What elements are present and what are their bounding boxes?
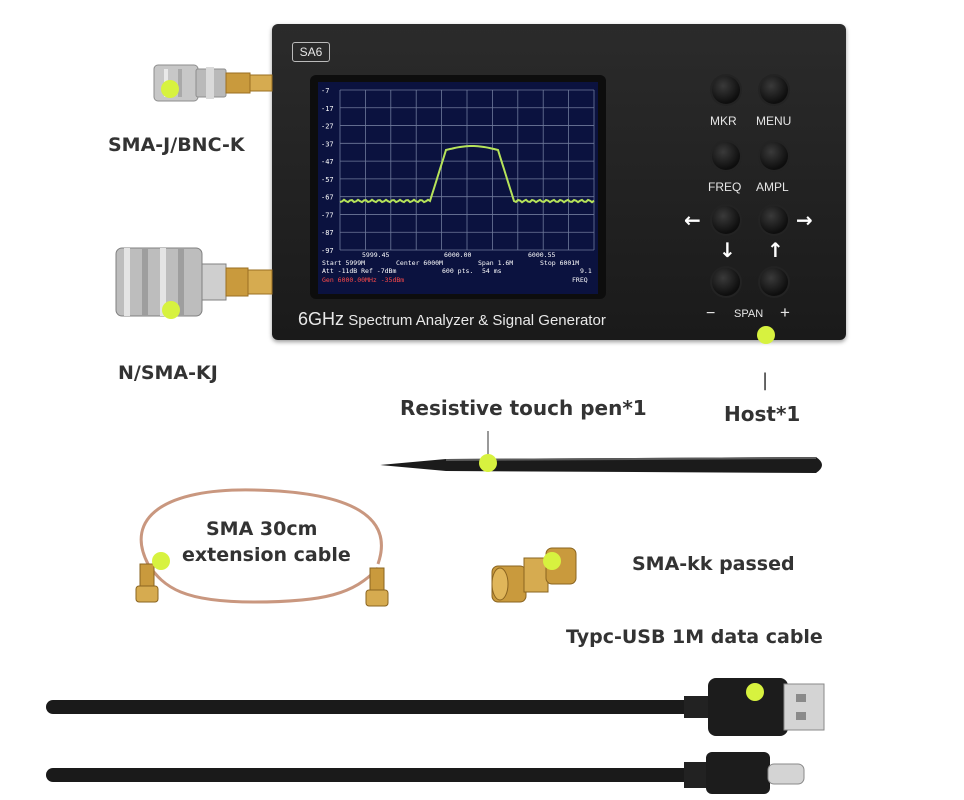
brand-description: Spectrum Analyzer & Signal Generator [348, 312, 606, 329]
sma-cable-label-line1: SMA 30cm [206, 518, 318, 540]
y-tick-label: -97 [321, 247, 334, 255]
y-tick-label: -47 [321, 158, 334, 166]
sma-cable-image [135, 488, 389, 607]
left-arrow-icon: ← [684, 208, 701, 232]
freq-left: 5999.45 [362, 251, 389, 259]
n-type-adapter-image [115, 247, 273, 317]
stop-freq: Stop 6001M [540, 259, 579, 267]
down-arrow-icon: ↓ [719, 238, 736, 262]
usb-cable-image [46, 678, 825, 794]
mkr-label: MKR [710, 114, 737, 128]
spectrum-trace [339, 145, 595, 204]
bnc-marker-dot [161, 80, 179, 98]
y-tick-label: -87 [321, 229, 334, 237]
usb-cable-label: Typc-USB 1M data cable [566, 626, 823, 648]
att-ref: Att -11dB Ref -7dBm [322, 267, 396, 275]
sma-kk-adapter-image [491, 547, 577, 603]
sma-kk-label: SMA-kk passed [632, 553, 795, 575]
brand-frequency: 6GHz [298, 309, 345, 329]
generator-status: Gen 6000.00MHz -35dBm [322, 276, 404, 284]
freq-button[interactable] [712, 142, 740, 170]
sma-kk-marker-dot [543, 552, 561, 570]
freq-right: 6000.55 [528, 251, 555, 259]
freq-center: 6000.00 [444, 251, 471, 259]
y-tick-label: -37 [321, 140, 334, 148]
touch-pen-image [380, 431, 822, 473]
ampl-button[interactable] [760, 142, 788, 170]
sma-cable-marker-dot [152, 552, 170, 570]
plus-label: + [780, 303, 790, 322]
grid-lines [339, 89, 595, 251]
span-minus-button[interactable] [712, 268, 740, 296]
rbw: 9.1 [580, 267, 592, 275]
lcd-screen[interactable]: -7 -17 -27 -37 -47 -57 -67 -77 -87 -97 5999.45 60… [318, 82, 598, 294]
freq-label: FREQ [708, 180, 742, 194]
right-button[interactable] [760, 206, 788, 234]
y-tick-label: -27 [321, 123, 334, 131]
y-tick-label: -7 [321, 87, 329, 95]
minus-label: − [706, 305, 716, 322]
y-tick-label: -77 [321, 211, 334, 219]
start-freq: Start 5999M [322, 259, 365, 267]
host-leader-line: | [762, 370, 769, 391]
usb-cable-marker-dot [746, 683, 764, 701]
menu-label: MENU [756, 114, 792, 128]
points: 600 pts. [442, 267, 473, 275]
bnc-adapter-label: SMA-J/BNC-K [108, 134, 245, 156]
host-marker-dot [757, 326, 775, 344]
ampl-label: AMPL [756, 180, 789, 194]
y-tick-label: -67 [321, 194, 334, 202]
touch-pen-marker-dot [479, 454, 497, 472]
model-badge: SA6 [292, 42, 330, 62]
up-arrow-icon: ↑ [767, 238, 784, 262]
sma-cable-label-line2: extension cable [182, 544, 351, 566]
center-freq: Center 6000M [396, 259, 443, 267]
span-value: Span 1.6M [478, 259, 513, 267]
mode-freq: FREQ [572, 276, 588, 284]
right-arrow-icon: → [796, 208, 813, 232]
menu-button[interactable] [760, 76, 788, 104]
touch-pen-label: Resistive touch pen*1 [400, 396, 647, 420]
y-axis-ticks: -7 -17 -27 -37 -47 -57 -67 -77 -87 -97 [321, 87, 334, 255]
y-tick-label: -57 [321, 176, 334, 184]
spectrum-display: -7 -17 -27 -37 -47 -57 -67 -77 -87 -97 5999.45 60… [318, 82, 598, 294]
n-type-adapter-label: N/SMA-KJ [118, 362, 218, 384]
host-label: Host*1 [724, 402, 801, 426]
plot-background [318, 82, 598, 294]
brand-text: 6GHz Spectrum Analyzer & Signal Generato… [298, 309, 606, 330]
sweep-time: 54 ms [482, 267, 502, 275]
n-type-marker-dot [162, 301, 180, 319]
left-button[interactable] [712, 206, 740, 234]
span-label: SPAN [734, 308, 764, 320]
mkr-button[interactable] [712, 76, 740, 104]
span-plus-button[interactable] [760, 268, 788, 296]
y-tick-label: -17 [321, 105, 334, 113]
